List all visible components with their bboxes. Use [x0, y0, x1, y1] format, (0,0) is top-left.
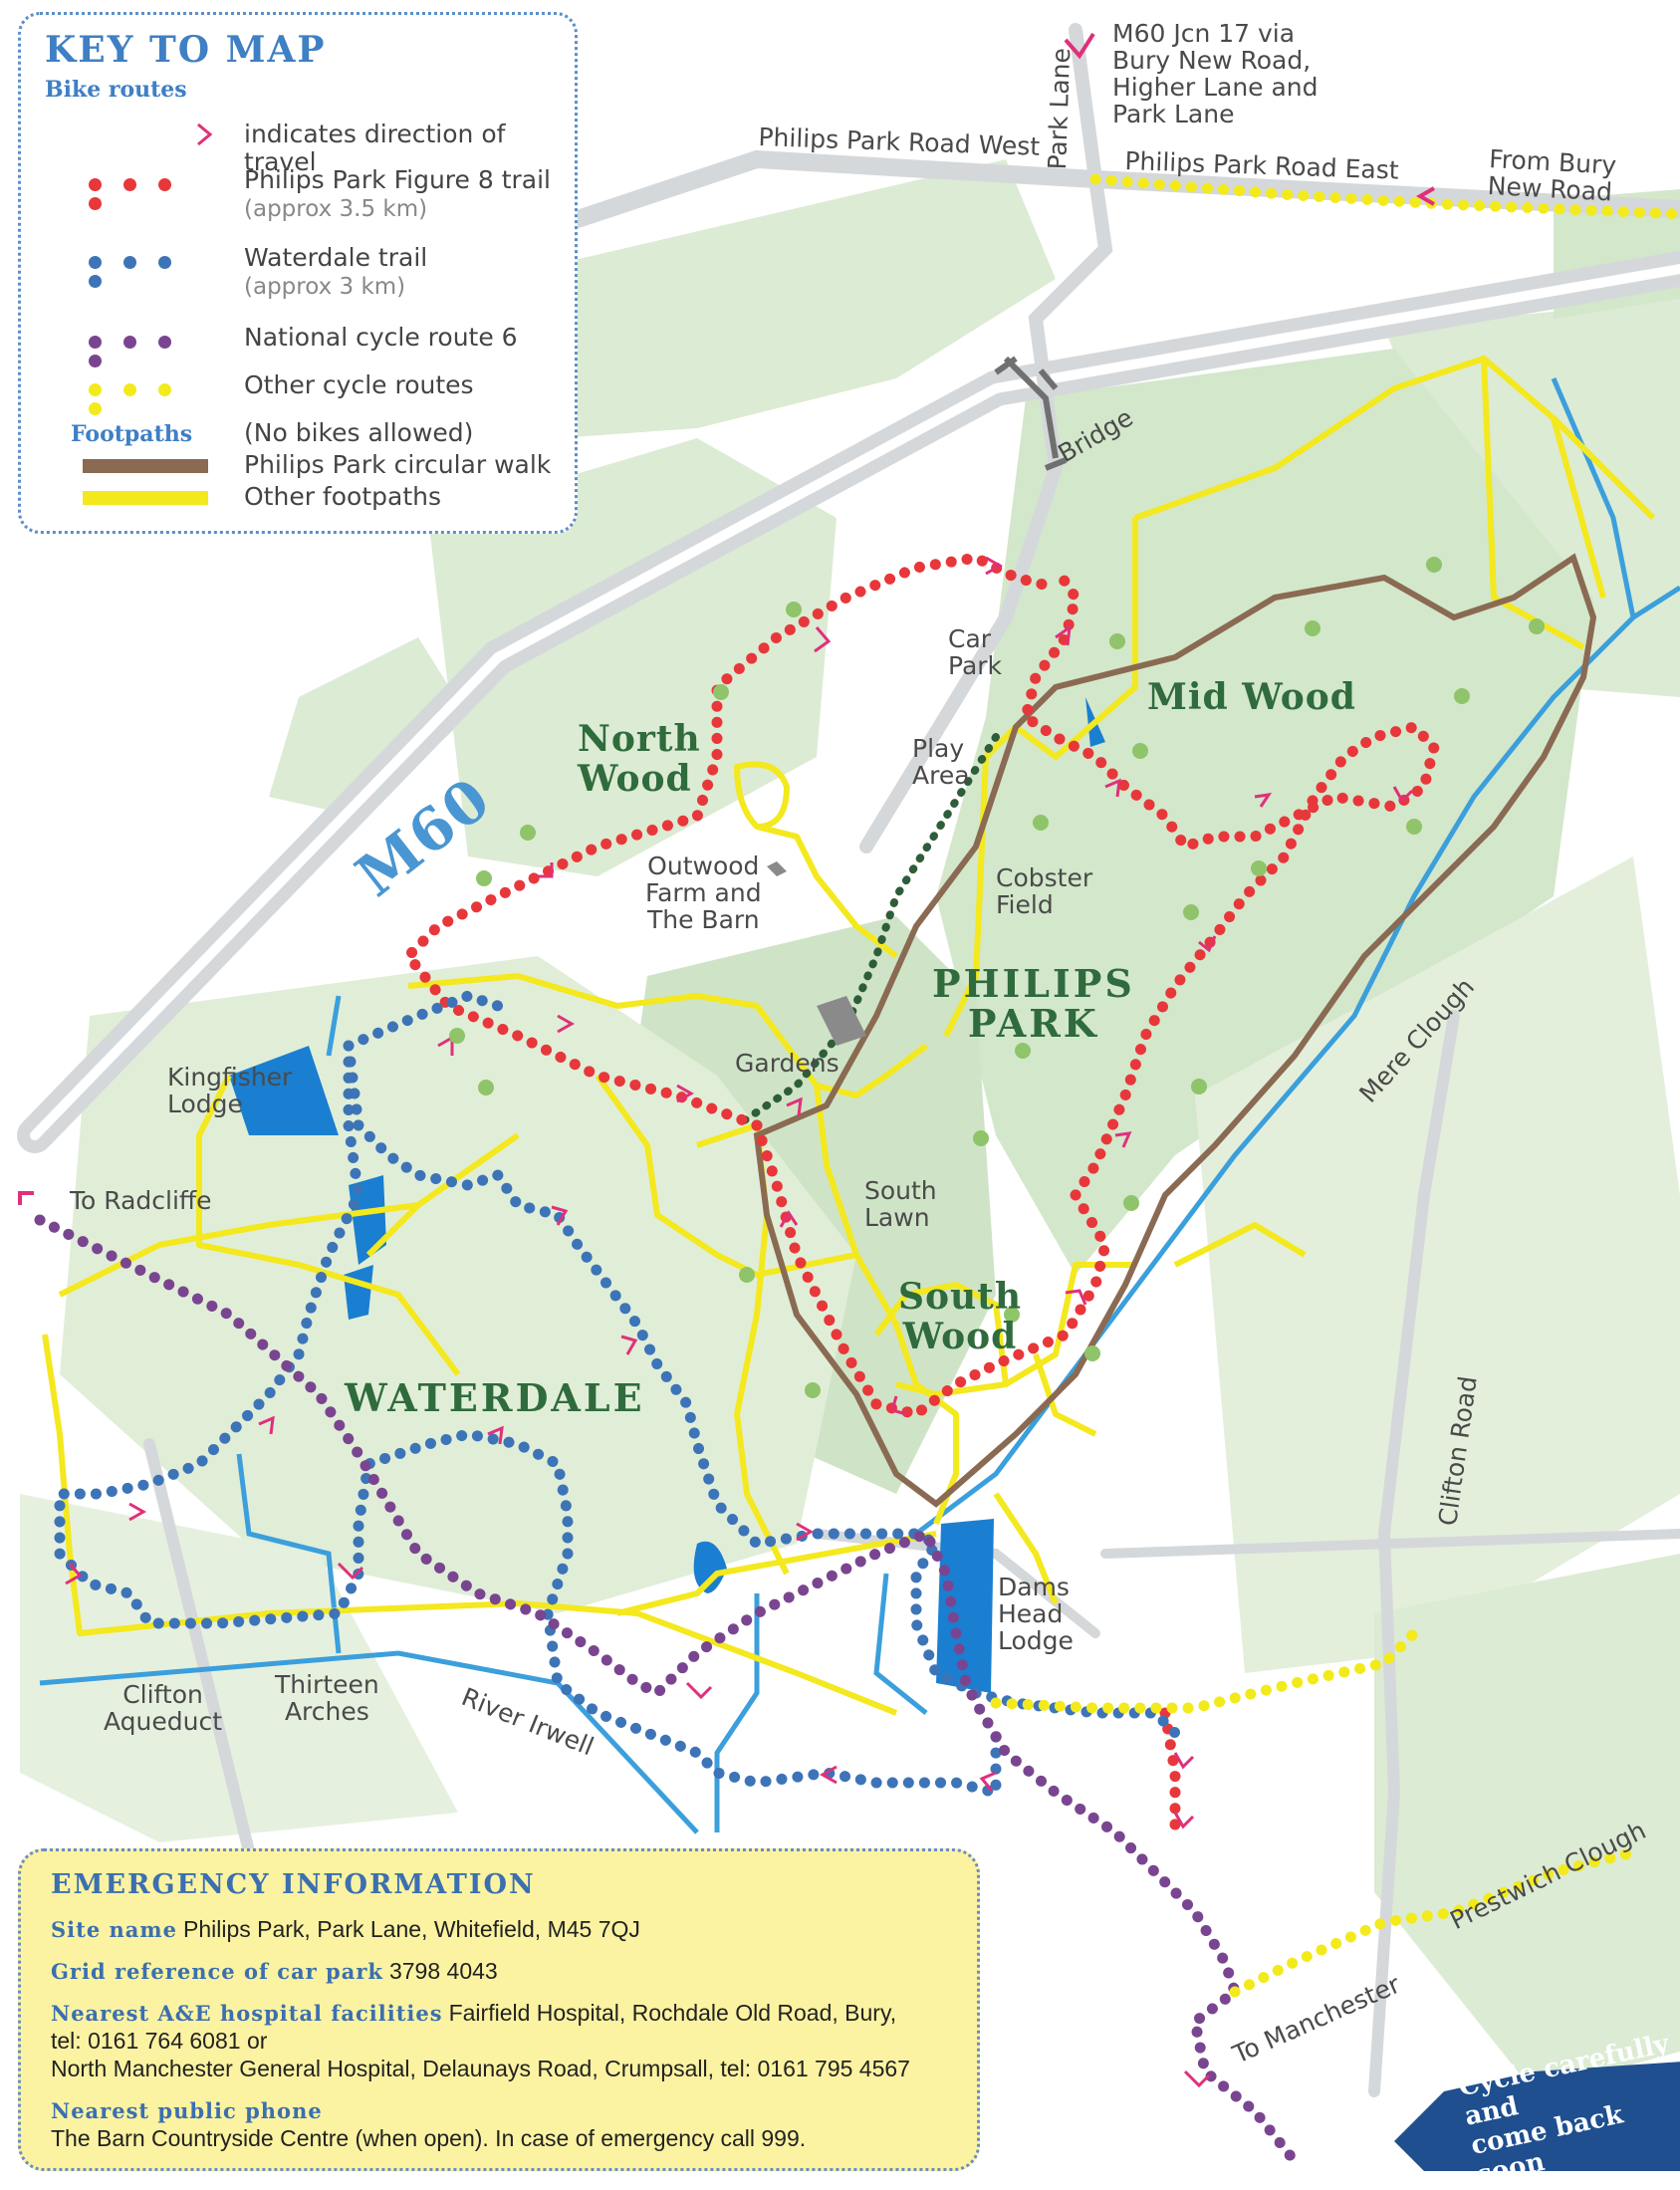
area-waterdale: WATERDALE [345, 1375, 645, 1420]
label-outwood-farm: Outwood Farm and The Barn [645, 852, 762, 934]
label-dams-head-lodge: Dams Head Lodge [998, 1573, 1074, 1655]
label-from-bury: From Bury New Road [1487, 144, 1617, 207]
cycle-routes [34, 173, 1680, 2165]
key-row-direction: indicates direction of travel [71, 121, 569, 176]
label-play-area: Play Area [912, 734, 970, 790]
buildings [767, 861, 866, 1046]
direction-arrows [18, 32, 1435, 2088]
route-other-north [1089, 173, 1680, 220]
area-philips-park: PHILIPS PARK [932, 961, 1135, 1046]
key-row-other-cycle: Other cycle routes [71, 371, 569, 415]
key-bike-heading: Bike routes [45, 77, 187, 103]
fig8-dots-icon [89, 176, 208, 210]
emergency-ae-tel: tel: 0161 764 6081 or [51, 2028, 268, 2054]
footpath-swatch [83, 491, 208, 505]
emergency-ae-alt: North Manchester General Hospital, Delau… [51, 2056, 910, 2081]
area-north-wood: North Wood [578, 718, 701, 800]
bridge-symbol [994, 356, 1068, 471]
label-clifton-aqueduct: Clifton Aqueduct [104, 1680, 223, 1736]
cycle-banner-brush [1394, 2062, 1680, 2171]
label-south-lawn: South Lawn [864, 1176, 937, 1232]
route-other-east [990, 1627, 1420, 1714]
ncr-dots-icon [89, 334, 208, 367]
label-kingfisher-lodge: Kingfisher Lodge [167, 1063, 293, 1118]
route-other-se [1229, 1846, 1639, 1998]
key-row-no-bikes: (No bikes allowed) [244, 418, 474, 447]
waterdale-dots-icon [89, 254, 208, 288]
emergency-phone-value: The Barn Countryside Centre (when open).… [51, 2125, 807, 2151]
emergency-title: EMERGENCY INFORMATION [51, 1869, 536, 1900]
emergency-phone-heading: Nearest public phone [51, 2098, 323, 2123]
route-waterdale [54, 990, 1181, 1801]
label-thirteen-arches: Thirteen Arches [275, 1670, 379, 1726]
key-row-circular: Philips Park circular walk [71, 451, 569, 491]
footpaths [42, 356, 1656, 1716]
circular-walk [753, 553, 1597, 1508]
route-fig8-north [400, 552, 1062, 1131]
key-row-waterdale: Waterdale trail (approx 3 km) [71, 244, 569, 300]
label-gardens: Gardens [735, 1049, 840, 1078]
key-title: KEY TO MAP [45, 29, 327, 71]
rivers [39, 377, 1680, 1834]
circular-walk-swatch [83, 459, 208, 473]
dark-trail [733, 733, 1000, 1129]
key-footpaths-heading: Footpaths [71, 421, 193, 447]
label-to-radcliffe: To Radcliffe [70, 1186, 212, 1215]
key-row-ncr: National cycle route 6 [71, 324, 569, 367]
label-m60-junction: M60 Jcn 17 via Bury New Road, Higher Lan… [1112, 19, 1319, 128]
lodges-water [229, 697, 1105, 1693]
route-ncr6 [34, 1214, 1301, 2165]
roads [17, 23, 1680, 2097]
label-cobster-field: Cobster Field [996, 863, 1093, 919]
direction-arrow-icon [197, 122, 213, 146]
key-row-fig8: Philips Park Figure 8 trail (approx 3.5 … [71, 166, 569, 222]
area-south-wood: South Wood [898, 1276, 1022, 1357]
label-park-lane: Park Lane [1043, 47, 1077, 170]
map-key: KEY TO MAP Bike routes indicates directi… [18, 12, 578, 534]
tree-symbols [449, 557, 1545, 1398]
label-car-park: Car Park [948, 624, 1003, 680]
area-mid-wood: Mid Wood [1147, 676, 1356, 718]
key-row-other-footpaths: Other footpaths [71, 483, 569, 523]
route-fig8-south [751, 562, 1441, 1420]
other-cycle-dots-icon [89, 381, 208, 415]
